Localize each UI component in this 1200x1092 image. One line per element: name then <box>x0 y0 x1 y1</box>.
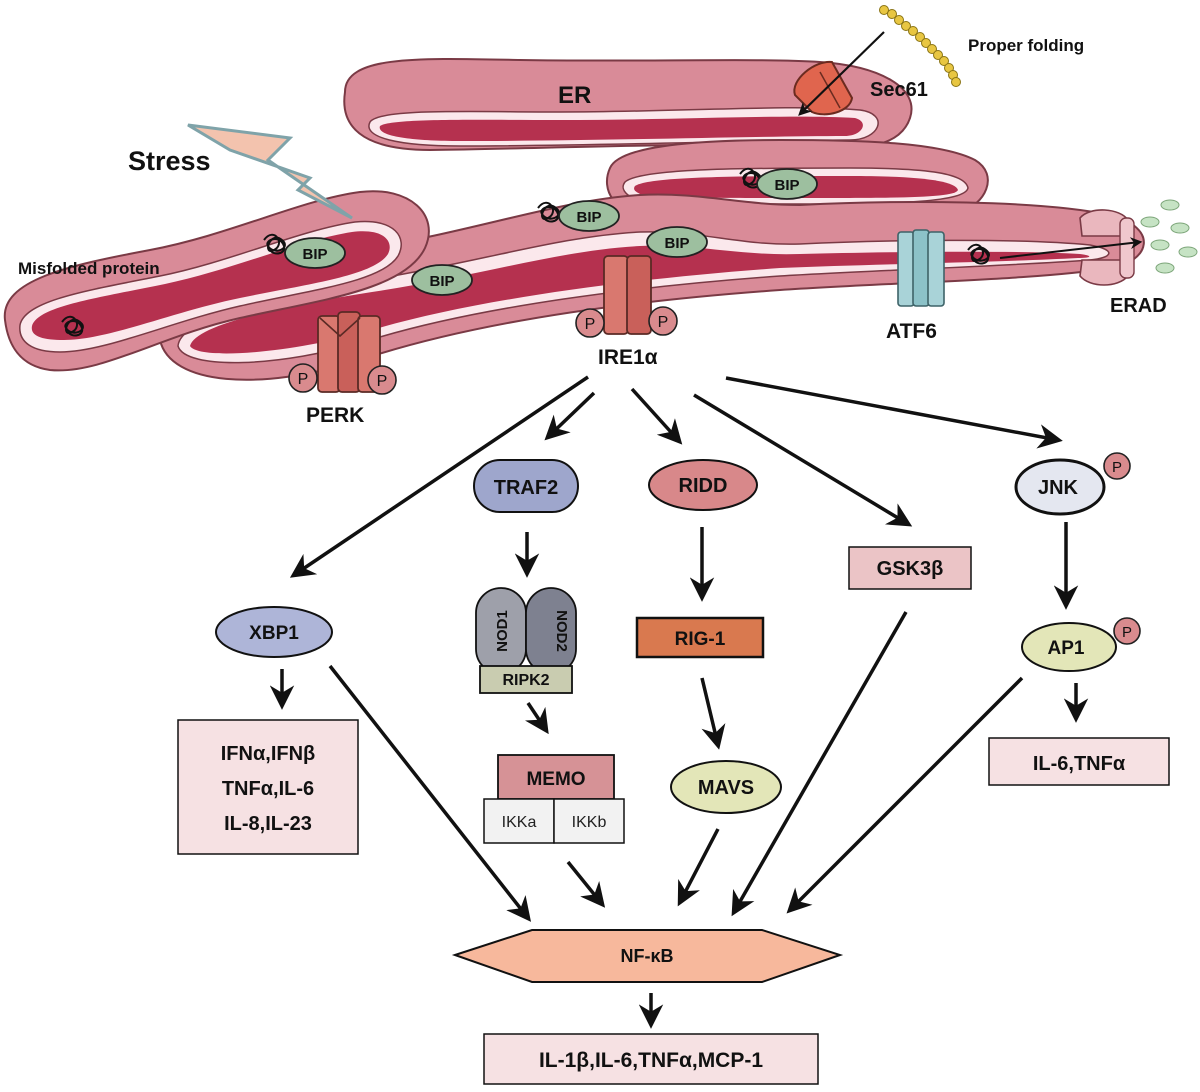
bip-chaperone: BIP <box>411 264 473 296</box>
nod2-label: NOD2 <box>553 610 570 652</box>
ikkb-label: IKKb <box>572 814 607 831</box>
bip-chaperone: BIP <box>646 226 708 258</box>
arrow-ire1a-to-gsk3b <box>693 393 913 527</box>
misfolded-protein-label: Misfolded protein <box>18 259 160 278</box>
jnk-node: JNK <box>1014 458 1106 516</box>
gsk3b-label: GSK3β <box>877 558 944 580</box>
arrow-ire1a-to-ridd <box>630 387 683 445</box>
ridd-node: RIDD <box>648 459 758 511</box>
arrow-rig1-to-mavs <box>700 677 726 750</box>
bip-chaperone: BIP <box>558 200 620 232</box>
sec61-arrow <box>798 31 885 116</box>
arrow-ripk2-to-memo <box>524 702 549 735</box>
sec61-channel-icon <box>793 60 854 116</box>
arrow-ire1a-to-xbp1 <box>289 375 589 578</box>
phosphate-badge: P <box>367 365 397 395</box>
lightning-bolt-icon <box>187 123 353 220</box>
phosphate-badge: P <box>648 306 678 336</box>
rig1-node: RIG-1 <box>635 616 765 659</box>
phosphate-label: P <box>1112 459 1122 476</box>
ripk2-label: RIPK2 <box>502 672 549 689</box>
rig1-label: RIG-1 <box>675 629 726 650</box>
phosphate-badge: P <box>575 308 605 338</box>
arrow-ire1a-to-traf2 <box>544 391 596 441</box>
bip-label: BIP <box>302 246 327 263</box>
erad-channel-icon <box>1079 209 1135 286</box>
ikka-label: IKKa <box>502 814 537 831</box>
erad-export-arrow <box>999 237 1143 259</box>
folded-peptide-chain-icon <box>879 5 961 87</box>
phosphate-label: P <box>377 373 388 390</box>
mavs-node: MAVS <box>670 760 782 814</box>
ap1-output-label: IL-6,TNFα <box>1033 753 1126 775</box>
nfkb-output-box: IL-1β,IL-6,TNFα,MCP-1 <box>483 1033 819 1085</box>
ap1-node: AP1 <box>1021 622 1117 672</box>
atf6-label: ATF6 <box>886 320 937 343</box>
xbp1-output-line2: TNFα,IL-6 <box>222 778 314 800</box>
misfolded-protein-icon <box>537 201 560 223</box>
misfolded-protein-icon <box>967 243 990 265</box>
mavs-label: MAVS <box>698 777 754 799</box>
bip-label: BIP <box>664 235 689 252</box>
phosphate-badge: P <box>1103 452 1131 480</box>
degraded-peptides-icon <box>1140 199 1198 274</box>
stress-label: Stress <box>128 146 211 176</box>
phosphate-badge: P <box>288 363 318 393</box>
xbp1-output-box: IFNα,IFNβ TNFα,IL-6 IL-8,IL-23 <box>177 719 359 855</box>
ridd-label: RIDD <box>679 475 728 497</box>
ire1a-label: IRE1α <box>598 346 658 369</box>
phosphate-label: P <box>298 371 309 388</box>
phosphate-badge: P <box>1113 617 1141 645</box>
er-sheet-top <box>343 57 913 152</box>
memo-complex: MEMO IKKa IKKb <box>483 754 625 844</box>
atf6-receptor <box>897 229 945 307</box>
arrow-gsk3b-to-nfkb <box>731 611 908 917</box>
er-label: ER <box>558 82 591 109</box>
phosphate-label: P <box>585 316 596 333</box>
xbp1-label: XBP1 <box>249 623 299 644</box>
bip-label: BIP <box>576 209 601 226</box>
nfkb-label: NF-κB <box>620 946 673 966</box>
bip-chaperone: BIP <box>284 237 346 269</box>
jnk-label: JNK <box>1038 477 1079 499</box>
nfkb-node: NF-κB <box>451 929 844 983</box>
arrow-mavs-to-nfkb <box>677 828 720 907</box>
perk-label: PERK <box>306 404 364 427</box>
ap1-label: AP1 <box>1048 638 1085 659</box>
sec61-label: Sec61 <box>870 79 928 101</box>
xbp1-output-line1: IFNα,IFNβ <box>221 743 316 765</box>
xbp1-output-line3: IL-8,IL-23 <box>224 813 312 835</box>
gsk3b-node: GSK3β <box>848 546 972 590</box>
arrow-memo-to-nfkb <box>566 860 606 908</box>
ire1a-receptor <box>603 255 652 335</box>
memo-label: MEMO <box>526 769 585 790</box>
xbp1-node: XBP1 <box>215 606 333 658</box>
arrow-ap1-to-nfkb <box>786 676 1024 914</box>
ap1-output-box: IL-6,TNFα <box>988 737 1170 786</box>
misfolded-protein-icon <box>263 233 286 255</box>
arrow-ire1a-to-jnk <box>725 376 1063 449</box>
traf2-label: TRAF2 <box>494 477 558 499</box>
nfkb-output-label: IL-1β,IL-6,TNFα,MCP-1 <box>539 1049 763 1072</box>
bip-label: BIP <box>774 177 799 194</box>
phosphate-label: P <box>1122 624 1132 641</box>
misfolded-protein-icon <box>61 315 84 337</box>
arrow-xbp1-to-nfkb <box>328 664 532 922</box>
proper-folding-label: Proper folding <box>968 36 1084 55</box>
phosphate-label: P <box>658 314 669 331</box>
nod-complex: NOD1 NOD2 RIPK2 <box>475 587 577 694</box>
bip-chaperone: BIP <box>756 168 818 200</box>
bip-label: BIP <box>429 273 454 290</box>
erad-label: ERAD <box>1110 295 1167 317</box>
nod1-label: NOD1 <box>494 610 511 652</box>
traf2-node: TRAF2 <box>473 459 579 513</box>
